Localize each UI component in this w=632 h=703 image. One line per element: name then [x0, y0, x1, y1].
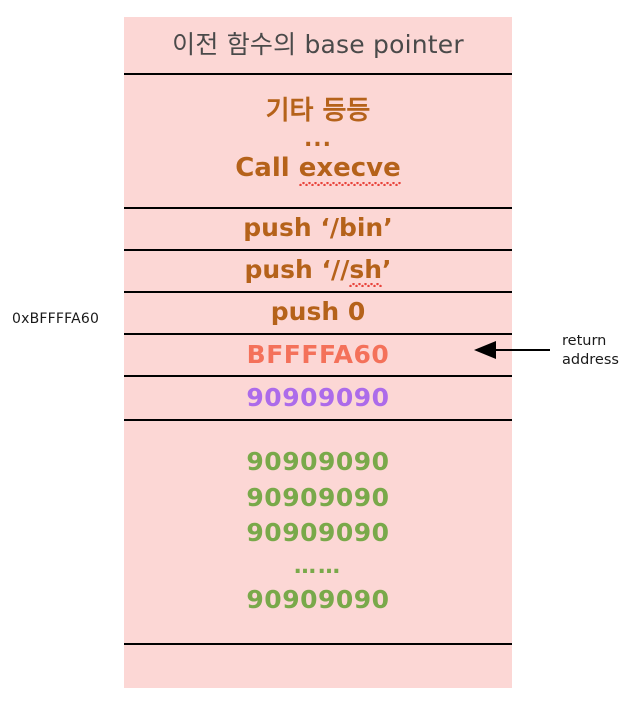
return-address-annotation: return address: [562, 332, 632, 370]
cell-base-pointer: 이전 함수의 base pointer: [124, 17, 512, 73]
cell-return-address: BFFFFA60: [124, 333, 512, 375]
separator-8: [124, 643, 512, 645]
etc-label: 기타 등등: [265, 96, 371, 127]
separator-4: [124, 291, 512, 293]
return-address-arrow-icon: [474, 341, 550, 359]
return-annotation-line-2: address: [562, 352, 619, 369]
separator-2: [124, 207, 512, 209]
etc-ellipsis: ...: [303, 127, 333, 153]
cell-call-execve: 기타 등등 ... Call execve: [124, 73, 512, 207]
cell-nop-sled: 90909090 90909090 90909090 …… 90909090: [124, 419, 512, 643]
separator-1: [124, 73, 512, 75]
base-pointer-label: 이전 함수의 base pointer: [172, 30, 464, 60]
separator-5: [124, 333, 512, 335]
nop-sled-line-1: 90909090: [246, 447, 390, 477]
separator-7: [124, 419, 512, 421]
cell-nop-highlight: 90909090: [124, 375, 512, 419]
nop-sled-ellipsis: ……: [294, 553, 342, 579]
stack-address-label: 0xBFFFFA60: [12, 311, 100, 327]
cell-push-zero: push 0: [124, 291, 512, 333]
return-annotation-line-1: return: [562, 333, 607, 349]
separator-6: [124, 375, 512, 377]
push-sh-prefix: push ‘//: [244, 255, 350, 285]
nop-sled-line-last: 90909090: [246, 585, 390, 615]
nop-highlight-value: 90909090: [246, 382, 390, 412]
nop-sled-line-2: 90909090: [246, 482, 390, 512]
sh-misspelled-word: sh: [349, 255, 383, 287]
push-zero-label: push 0: [270, 297, 366, 327]
cell-push-sh: push ‘//sh’: [124, 249, 512, 291]
call-keyword: Call: [235, 152, 299, 183]
execve-misspelled-word: execve: [298, 152, 401, 186]
stack-frame-diagram: 이전 함수의 base pointer 기타 등등 ... Call execv…: [124, 17, 512, 688]
push-sh-suffix: ’: [382, 255, 392, 285]
call-execve-line: Call execve: [235, 152, 401, 186]
cell-empty-bottom: [124, 643, 512, 688]
separator-3: [124, 249, 512, 251]
nop-sled-line-3: 90909090: [246, 518, 390, 548]
cell-push-bin: push ‘/bin’: [124, 207, 512, 249]
push-bin-label: push ‘/bin’: [243, 213, 393, 243]
return-address-value: BFFFFA60: [246, 339, 390, 369]
push-sh-label: push ‘//sh’: [244, 255, 392, 287]
